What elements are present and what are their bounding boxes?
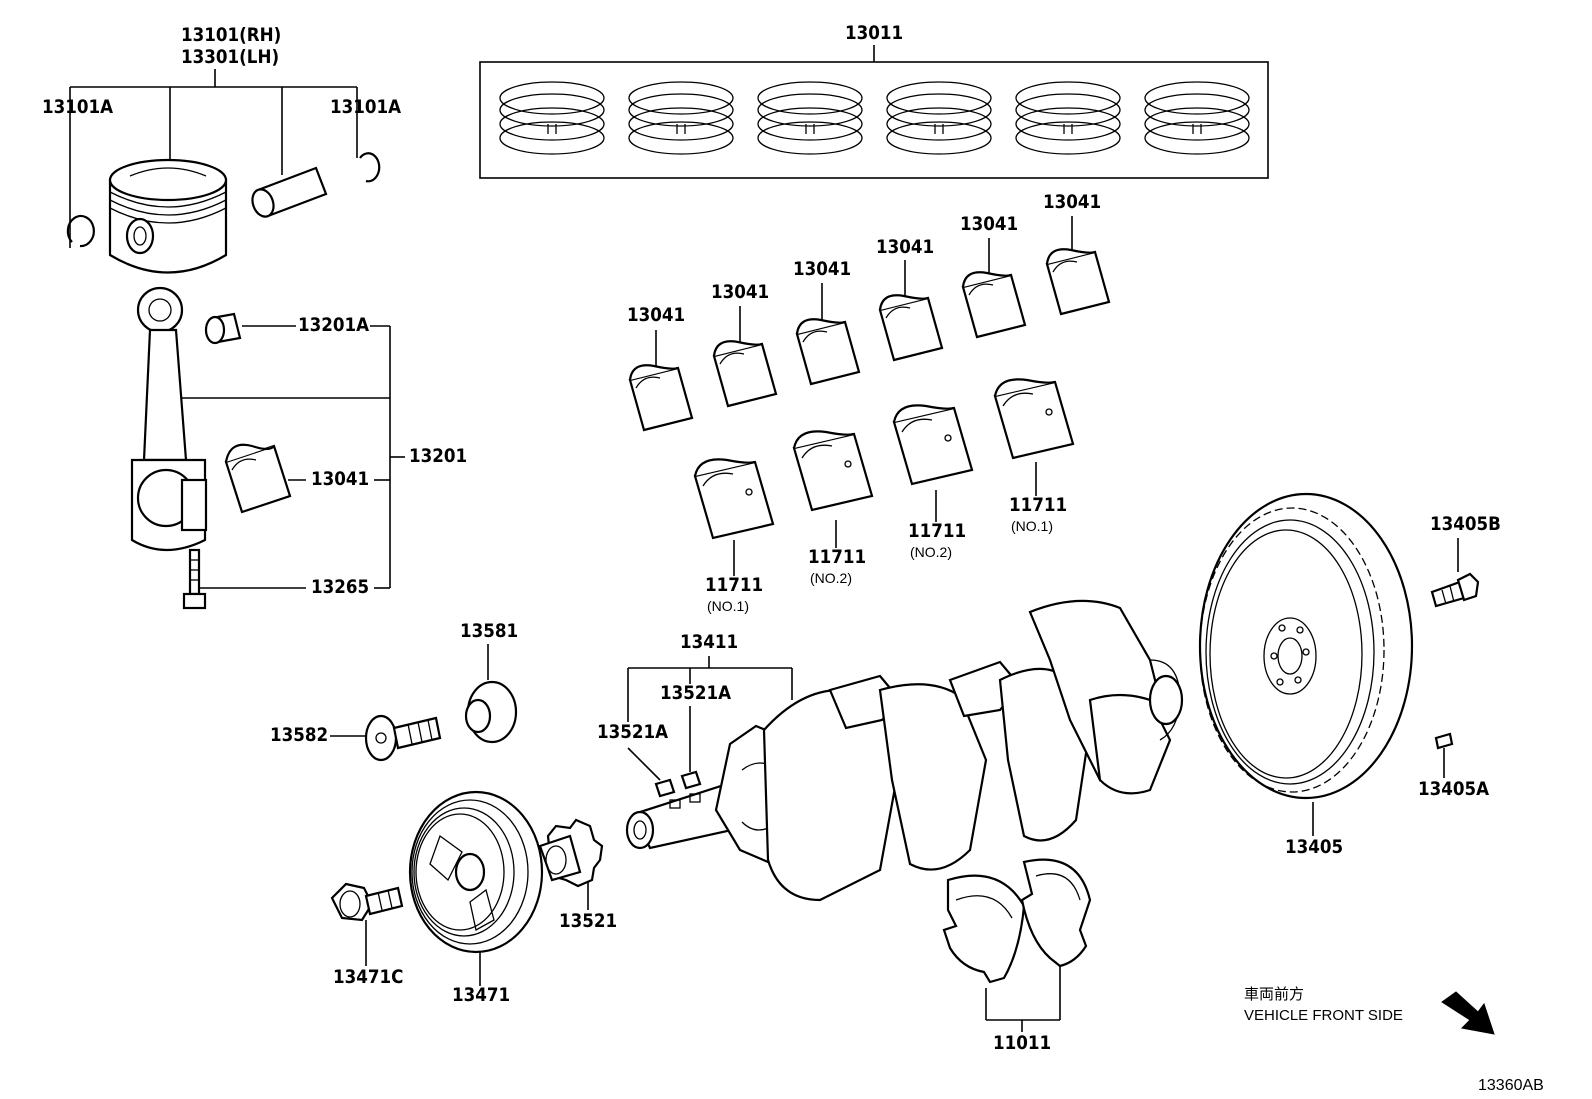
- label-main-bearing-3-sub: (NO.2): [910, 544, 952, 560]
- label-bearing-upper-1: 13041: [627, 304, 686, 326]
- pulley-bolt-icon: [330, 882, 404, 922]
- label-pulley-bolt: 13471C: [333, 966, 404, 988]
- label-main-bearing-3: 11711: [908, 520, 967, 542]
- label-flywheel-bolt: 13405B: [1430, 513, 1501, 535]
- note-english: VEHICLE FRONT SIDE: [1244, 1007, 1403, 1024]
- label-conrod-bolt: 13265: [311, 576, 370, 598]
- label-main-bearing-1-sub: (NO.1): [707, 598, 749, 614]
- conrod-bearing-icon: [224, 443, 292, 514]
- connecting-rod-icon: [130, 286, 208, 551]
- label-bearing-upper-4: 13041: [876, 236, 935, 258]
- label-ring-set: 13011: [845, 22, 904, 44]
- label-key-b: 13521A: [597, 721, 669, 743]
- label-crank-sprocket: 13521: [559, 910, 618, 932]
- label-key-a: 13521A: [660, 682, 732, 704]
- label-thrust-washer: 11011: [993, 1032, 1052, 1054]
- leader-lines: [69, 45, 1459, 1032]
- crank-pulley-icon: [408, 790, 544, 954]
- crank-sprocket-icon: [538, 818, 604, 888]
- piston-ring-set-icon: [499, 81, 1250, 155]
- piston-pin-icon: [251, 166, 328, 218]
- note-japanese: 車両前方: [1244, 986, 1305, 1003]
- piston-icon: [108, 158, 228, 274]
- label-flywheel: 13405: [1285, 836, 1344, 858]
- washer-icon: [464, 680, 518, 744]
- label-snap-ring-left: 13101A: [42, 96, 114, 118]
- label-pulley: 13471: [452, 984, 511, 1006]
- crank-bolt-icon: [364, 714, 442, 762]
- pin-icon: [1434, 732, 1454, 750]
- label-flywheel-pin: 13405A: [1418, 778, 1490, 800]
- label-conrod-assy: 13201: [409, 445, 468, 467]
- vehicle-front-arrow-icon: [1441, 991, 1495, 1035]
- label-bearing-upper-3: 13041: [793, 258, 852, 280]
- label-main-bearing-2-sub: (NO.2): [810, 570, 852, 586]
- label-bearing-upper-2: 13041: [711, 281, 770, 303]
- bushing-icon: [204, 312, 242, 345]
- snap-ring-icon: [66, 152, 381, 248]
- crankshaft-icon: [625, 599, 1184, 902]
- label-crank-washer-bolt: 13582: [270, 724, 329, 746]
- bolt-icon: [182, 548, 207, 610]
- label-piston-lh: 13301(LH): [181, 46, 280, 68]
- label-main-bearing-4: 11711: [1009, 494, 1068, 516]
- label-piston-rh: 13101(RH): [181, 24, 282, 46]
- label-snap-ring-right: 13101A: [330, 96, 402, 118]
- label-main-bearing-4-sub: (NO.1): [1011, 518, 1053, 534]
- main-bearing-upper-icon: [628, 248, 1111, 432]
- diagram-code: 13360AB: [1478, 1077, 1544, 1094]
- label-bearing-upper-6: 13041: [1043, 191, 1102, 213]
- flywheel-bolt-icon: [1430, 572, 1480, 608]
- main-bearing-lower-icon: [693, 378, 1075, 540]
- thrust-washer-icon: [942, 858, 1092, 984]
- label-main-bearing-2: 11711: [808, 546, 867, 568]
- label-conrod-bushing: 13201A: [298, 314, 370, 336]
- label-conrod-bearing: 13041: [311, 468, 370, 490]
- label-crank-washer: 13581: [460, 620, 519, 642]
- flywheel-icon: [1198, 492, 1414, 800]
- label-crankshaft-assy: 13411: [680, 631, 739, 653]
- label-main-bearing-1: 11711: [705, 574, 764, 596]
- label-bearing-upper-5: 13041: [960, 213, 1019, 235]
